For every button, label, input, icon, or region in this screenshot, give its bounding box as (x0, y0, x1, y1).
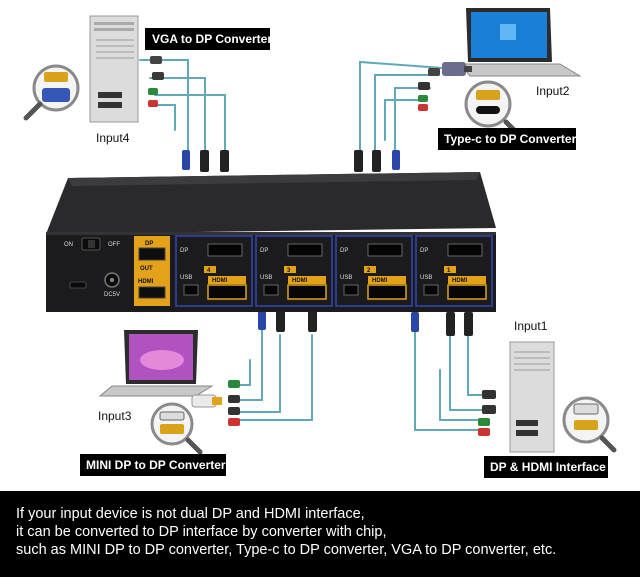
hdmi-label: HDMI (212, 278, 228, 284)
port-number-2: 2 (367, 268, 371, 274)
input-port-group-4: DP 4 USB HDMI (175, 235, 253, 307)
hdmi-label: HDMI (452, 278, 468, 284)
input1-ports-magnifier-icon (562, 396, 617, 453)
info-line-3: such as MINI DP to DP converter, Type-c … (16, 542, 557, 558)
hdmi-label: HDMI (372, 278, 388, 284)
typec-converter-label: Type-c to DP Converter (444, 132, 577, 146)
input-port-group-1: DP 1 USB HDMI (415, 235, 493, 307)
input-port-group-2: DP 2 USB HDMI (335, 235, 413, 307)
minidp-converter-label-box (80, 454, 226, 476)
dp-label: DP (340, 248, 348, 254)
usb-label: USB (420, 275, 432, 281)
info-line-2: it can be converted to DP interface by c… (16, 524, 387, 540)
input-port-group-3: DP 3 USB HDMI (255, 235, 333, 307)
dp-input-port-2[interactable] (367, 243, 403, 257)
usb-label: USB (180, 275, 192, 281)
input1-label: Input1 (514, 319, 548, 333)
usb-label: USB (340, 275, 352, 281)
dp-output-port[interactable] (138, 247, 166, 261)
hdmi-input-port-1[interactable] (447, 284, 487, 300)
dp-input-port-3[interactable] (287, 243, 323, 257)
usb-input-port-2[interactable] (343, 284, 359, 296)
input2-label: Input2 (536, 84, 570, 98)
dc-label: DC5V (104, 292, 120, 298)
typec-adapter-icon (442, 62, 472, 76)
port-number-4: 4 (207, 268, 211, 274)
minidp-adapter-icon (191, 394, 222, 408)
hdmi-input-port-4[interactable] (207, 284, 247, 300)
usb-input-port-1[interactable] (423, 284, 439, 296)
typec-converter-label-box (438, 128, 576, 150)
out-label: OUT (140, 266, 153, 272)
hdmi-input-port-2[interactable] (367, 284, 407, 300)
input2-ports-magnifier-icon (464, 80, 523, 139)
dp-hdmi-interface-label-box (484, 456, 608, 478)
usb-label: USB (260, 275, 272, 281)
kvm-switch: ON OFF DC5V DP OUT HDMI DP 4 USB HDMI (46, 172, 496, 312)
hdmi-input-port-3[interactable] (287, 284, 327, 300)
dp-label: DP (180, 248, 188, 254)
minidp-converter-label: MINI DP to DP Converter (86, 458, 226, 472)
input3-ports-magnifier-icon (150, 402, 203, 455)
cable-plugs (148, 56, 496, 436)
port-number-3: 3 (287, 268, 291, 274)
info-line-1: If your input device is not dual DP and … (16, 506, 365, 522)
info-banner: If your input device is not dual DP and … (0, 491, 640, 577)
input4-label: Input4 (96, 131, 130, 145)
cables (139, 59, 493, 431)
input3-laptop (98, 330, 214, 397)
usb-input-port-4[interactable] (183, 284, 199, 296)
dp-input-port-4[interactable] (207, 243, 243, 257)
out-hdmi-label: HDMI (138, 279, 154, 285)
dp-hdmi-interface-label: DP & HDMI Interface (490, 460, 606, 474)
off-label: OFF (108, 242, 120, 248)
input4-desktop-pc (89, 15, 139, 123)
input1-desktop-pc (509, 341, 555, 453)
hdmi-label: HDMI (292, 278, 308, 284)
hdmi-output-port[interactable] (138, 286, 166, 299)
usb-input-port-3[interactable] (263, 284, 279, 296)
vga-converter-label-box (145, 28, 270, 50)
vga-converter-label: VGA to DP Converter (152, 32, 272, 46)
input4-ports-magnifier-icon (23, 64, 80, 121)
input2-laptop (458, 8, 582, 77)
dp-label: DP (260, 248, 268, 254)
input3-label: Input3 (98, 409, 132, 423)
port-number-1: 1 (447, 268, 451, 274)
dp-input-port-1[interactable] (447, 243, 483, 257)
on-label: ON (64, 242, 73, 248)
out-dp-label: DP (145, 241, 153, 247)
dp-label: DP (420, 248, 428, 254)
